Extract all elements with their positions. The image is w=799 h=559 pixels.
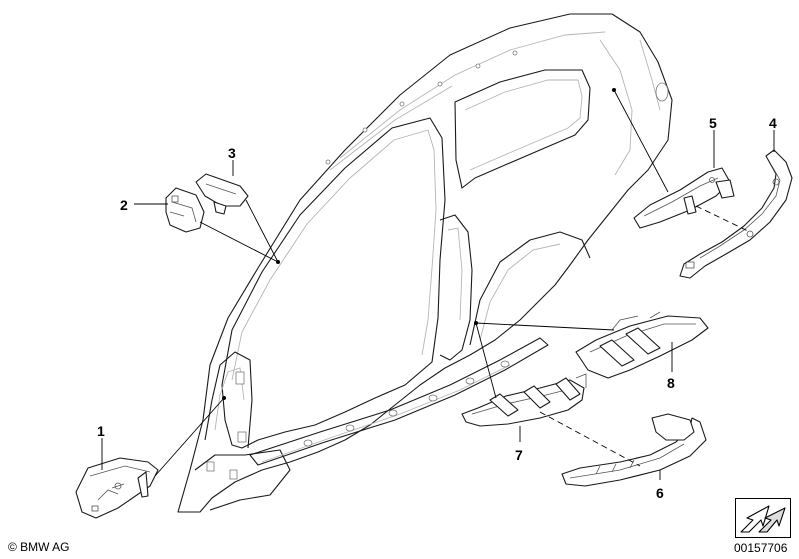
- part-2-shape: [165, 187, 205, 233]
- body-side-frame: [177, 13, 673, 513]
- callout-8: 8: [667, 375, 675, 391]
- callout-5: 5: [709, 115, 717, 131]
- callout-1: 1: [97, 423, 105, 439]
- leader-lines: [101, 88, 775, 480]
- callout-4: 4: [769, 115, 777, 131]
- copyright-text: © BMW AG: [8, 540, 70, 554]
- callout-6: 6: [656, 485, 664, 501]
- part-1-shape: [75, 457, 159, 519]
- callout-7: 7: [515, 447, 523, 463]
- callout-2: 2: [120, 197, 128, 213]
- part-6-shape: [561, 413, 707, 487]
- callout-3: 3: [228, 145, 236, 161]
- part-3-shape: [195, 173, 249, 215]
- diagonal-arrow-icon[interactable]: [735, 498, 791, 538]
- part-5-shape: [633, 167, 735, 229]
- part-8-shape: [575, 311, 709, 379]
- document-number: 00157706: [734, 541, 788, 555]
- part-7-shape: [461, 373, 587, 427]
- part-4-shape: [679, 149, 793, 279]
